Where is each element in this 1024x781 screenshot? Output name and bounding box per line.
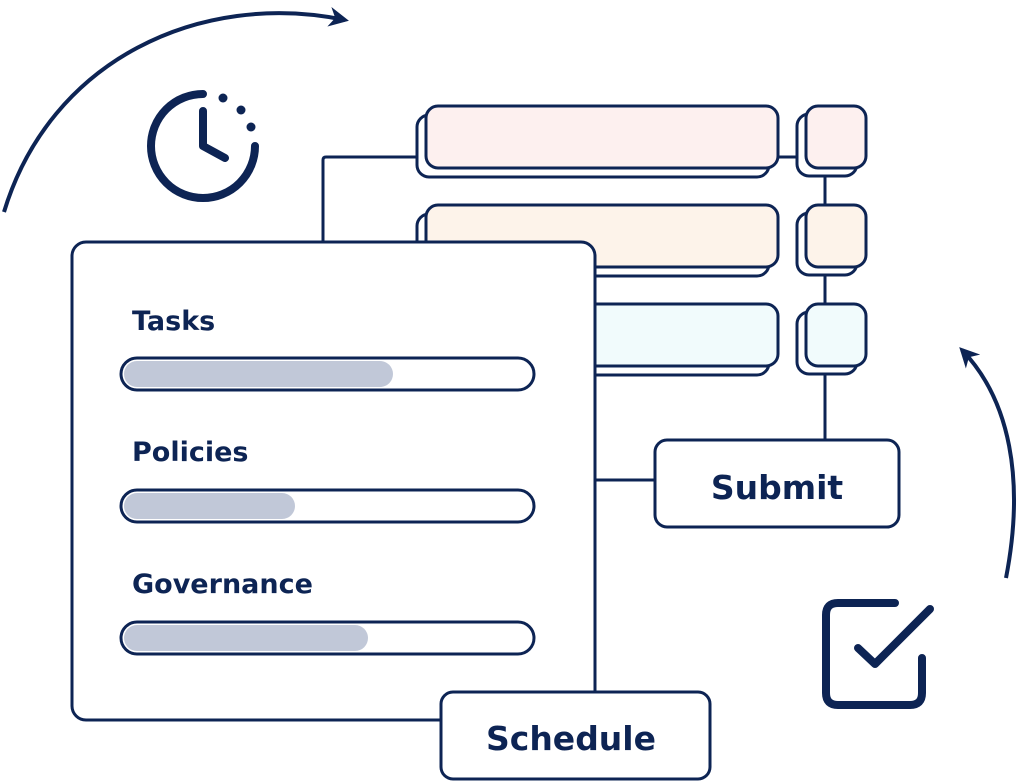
submit-button-label: Submit	[711, 468, 844, 507]
clock-icon	[147, 90, 259, 202]
progress-panel: Tasks Policies Governance	[70, 240, 597, 722]
progress-fill	[124, 361, 393, 387]
progress-fill	[124, 493, 295, 519]
task-row-1	[415, 104, 780, 179]
schedule-button-label: Schedule	[486, 719, 656, 758]
row-2-status-box	[795, 203, 868, 277]
cycle-arrow-icon-top	[2, 6, 349, 213]
cycle-arrow-icon-right	[959, 347, 1016, 579]
schedule-button[interactable]: Schedule	[439, 690, 712, 781]
row-3-status-box	[795, 302, 868, 376]
progress-item-governance: Governance	[119, 569, 536, 656]
progress-item-tasks: Tasks	[119, 306, 536, 392]
checkbox-checked-icon	[822, 599, 934, 709]
progress-item-policies: Policies	[119, 437, 536, 524]
progress-item-label: Tasks	[132, 306, 215, 337]
progress-item-label: Policies	[132, 437, 249, 468]
submit-button[interactable]: Submit	[653, 438, 901, 529]
progress-item-label: Governance	[132, 569, 313, 600]
row-1-status-box	[795, 104, 868, 178]
progress-fill	[124, 625, 368, 651]
